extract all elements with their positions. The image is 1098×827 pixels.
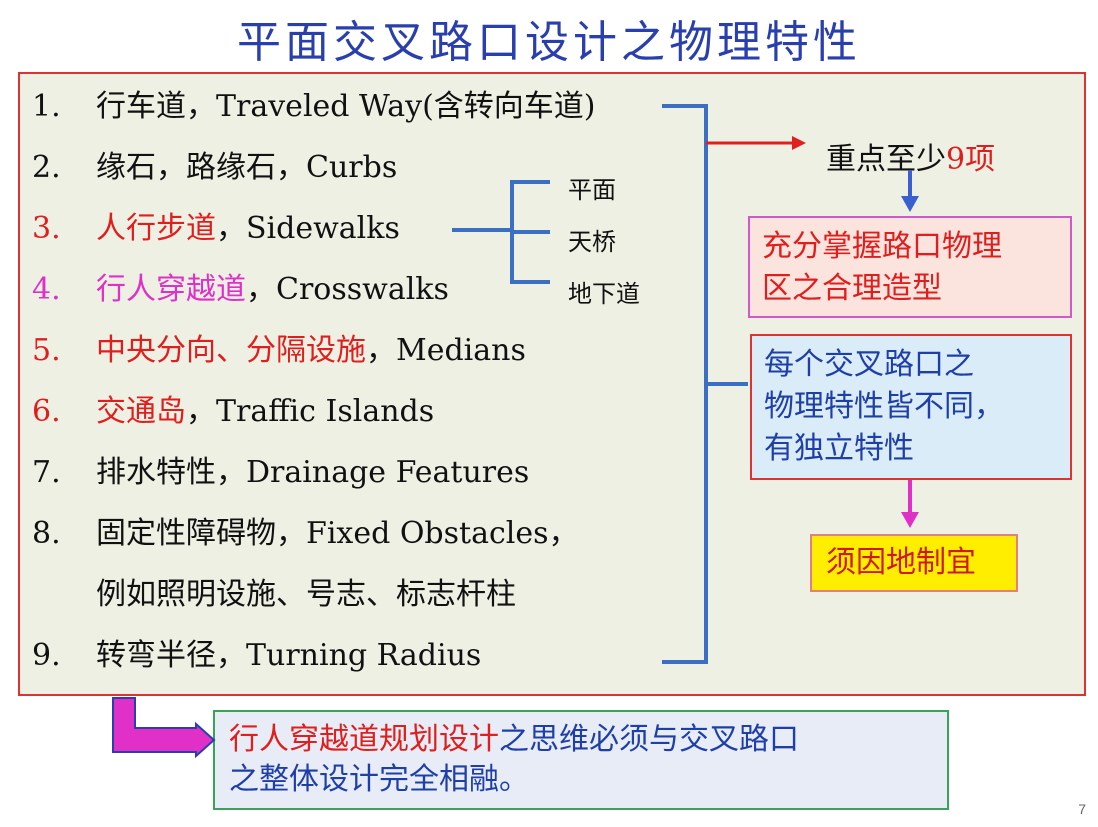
item-zh: 例如照明设施、号志、标志杆柱 <box>96 577 516 612</box>
item-en: ，Traffic Islands <box>186 394 435 429</box>
items-bracket-line <box>662 104 708 664</box>
crossing-overpass-label: 天桥 <box>568 228 616 256</box>
understand-line-2: 区之合理造型 <box>762 271 942 306</box>
list-item-5: 5. 中央分向、分隔设施，Medians <box>32 334 526 368</box>
item-zh: 排水特性 <box>96 455 216 490</box>
page-number: 7 <box>1078 801 1086 817</box>
unique-line-1: 每个交叉路口之 <box>764 347 974 382</box>
item-number: 9. <box>32 638 61 673</box>
item-number: 3. <box>32 211 61 246</box>
key-points-count: 9项 <box>946 142 996 177</box>
item-en: ，Traveled Way(含转向车道) <box>186 89 596 124</box>
list-item-8-continued: 例如照明设施、号志、标志杆柱 <box>32 578 516 612</box>
item-number: 2. <box>32 150 61 185</box>
bottom-note-line-2: 之整体设计完全相融。 <box>229 762 529 797</box>
item-zh: 交通岛 <box>96 394 186 429</box>
item-zh: 缘石，路缘石 <box>96 150 276 185</box>
item-en: ，Curbs <box>276 150 398 185</box>
item-en: ，Sidewalks <box>216 211 400 246</box>
item-en: ，Fixed Obstacles， <box>276 516 579 551</box>
item-zh: 中央分向、分隔设施 <box>96 333 366 368</box>
magenta-elbow-arrow <box>112 697 216 759</box>
red-arrow-head <box>792 136 806 150</box>
item-en: ，Drainage Features <box>216 455 530 490</box>
crossing-level-label: 平面 <box>568 176 616 204</box>
item-en: ，Medians <box>366 333 526 368</box>
item-number: 4. <box>32 272 61 307</box>
page-title: 平面交叉路口设计之物理特性 <box>237 17 861 68</box>
key-points-prefix: 重点至少 <box>826 142 946 177</box>
list-item-6: 6. 交通岛，Traffic Islands <box>32 395 434 429</box>
unique-line-2: 物理特性皆不同， <box>764 389 1004 424</box>
item-number: 1. <box>32 89 61 124</box>
bottom-note-rest: 之思维必须与交叉路口 <box>499 722 799 757</box>
item-number: 5. <box>32 333 61 368</box>
item-en: ，Turning Radius <box>216 638 482 673</box>
list-item-2: 2. 缘石，路缘石，Curbs <box>32 151 397 185</box>
item-zh: 行人穿越道 <box>96 272 246 307</box>
list-item-4: 4. 行人穿越道，Crosswalks <box>32 273 449 307</box>
item-number: 7. <box>32 455 61 490</box>
bottom-note-box: 行人穿越道规划设计之思维必须与交叉路口 之整体设计完全相融。 <box>213 710 949 810</box>
blue-down-arrow-head <box>901 196 919 212</box>
list-item-7: 7. 排水特性，Drainage Features <box>32 456 529 490</box>
unique-features-box: 每个交叉路口之 物理特性皆不同， 有独立特性 <box>750 334 1072 480</box>
magenta-down-arrow-head <box>901 512 919 528</box>
understand-line-1: 充分掌握路口物理 <box>762 229 1002 264</box>
item-number: 8. <box>32 516 61 551</box>
key-points-label: 重点至少9项 <box>826 134 995 178</box>
item-zh: 转弯半径 <box>96 638 216 673</box>
crossing-underpass-label: 地下道 <box>568 280 640 308</box>
list-item-3: 3. 人行步道，Sidewalks <box>32 212 400 246</box>
understand-shape-box: 充分掌握路口物理 区之合理造型 <box>748 216 1072 318</box>
item-en: ，Crosswalks <box>246 272 449 307</box>
bottom-note-line-1: 行人穿越道规划设计之思维必须与交叉路口 <box>229 720 933 760</box>
unique-line-3: 有独立特性 <box>764 431 914 466</box>
bottom-note-highlight: 行人穿越道规划设计 <box>229 722 499 757</box>
adapt-to-local-box: 须因地制宜 <box>810 534 1018 592</box>
item-number: 6. <box>32 394 61 429</box>
item-zh: 人行步道 <box>96 211 216 246</box>
list-item-8: 8. 固定性障碍物，Fixed Obstacles， <box>32 517 579 551</box>
list-item-1: 1. 行车道，Traveled Way(含转向车道) <box>32 90 596 124</box>
item-zh: 固定性障碍物 <box>96 516 276 551</box>
item-zh: 行车道 <box>96 89 186 124</box>
list-item-9: 9. 转弯半径，Turning Radius <box>32 639 481 673</box>
